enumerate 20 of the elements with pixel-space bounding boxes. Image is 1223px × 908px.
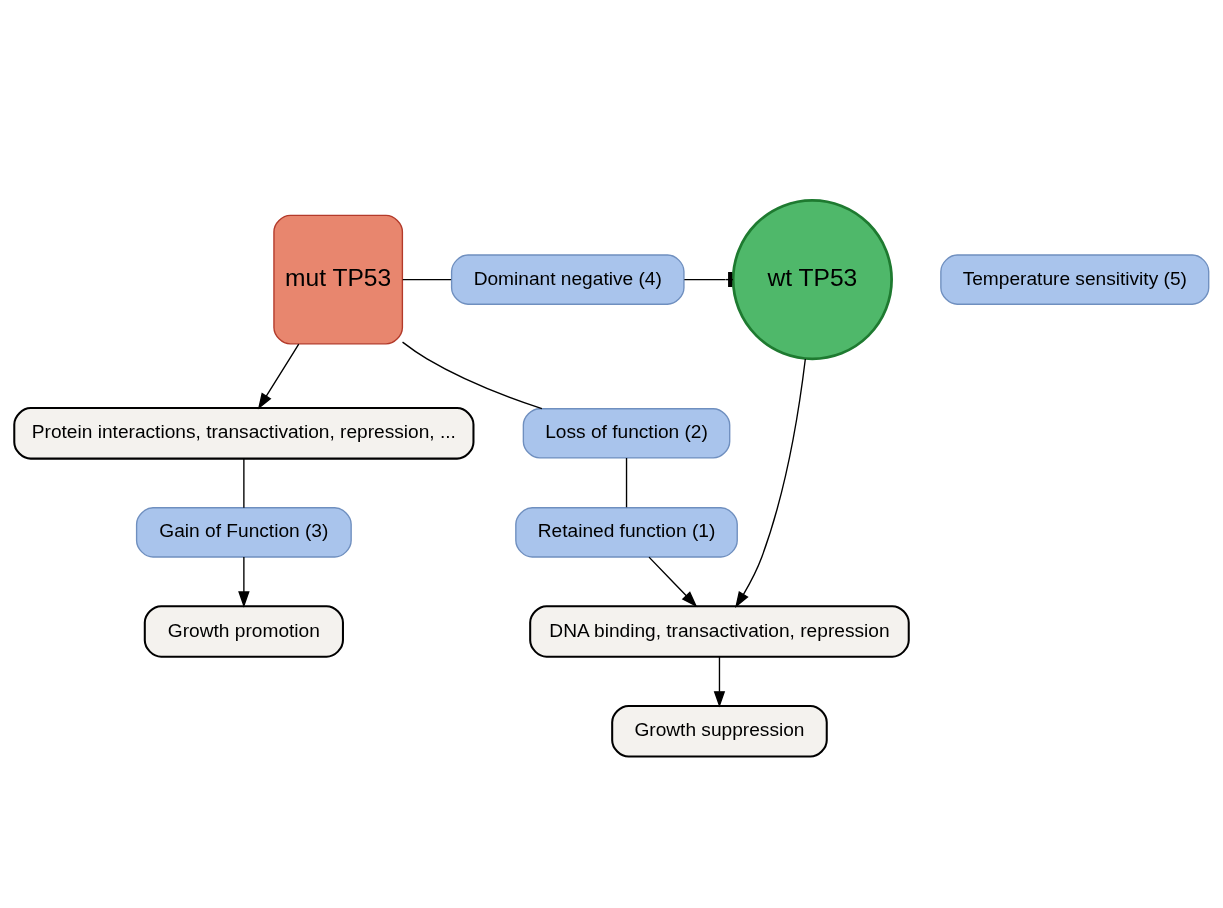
connector — [625, 456, 628, 508]
connector — [401, 340, 543, 409]
arrow — [648, 555, 698, 607]
connector — [402, 278, 452, 280]
arrow — [238, 555, 250, 608]
node-box: Protein interactions, transactivation, repression, ... — [13, 406, 475, 460]
node-box: Dominant negative (4) — [450, 253, 685, 305]
arrow — [257, 342, 300, 410]
arrow — [735, 357, 806, 608]
node-box: Growth promotion — [143, 604, 344, 658]
node-circle: wt TP53 — [731, 198, 893, 360]
node-box: mut TP53 — [273, 214, 404, 345]
arrow — [713, 655, 726, 708]
node-box: Retained function (1) — [515, 506, 738, 558]
node-box: DNA binding, transactivation, repression — [529, 604, 910, 658]
node-box: Temperature sensitivity (5) — [940, 253, 1210, 305]
node-box: Growth suppression — [611, 704, 828, 758]
node-box: Gain of Function (3) — [135, 506, 352, 558]
node-box: Loss of function (2) — [522, 407, 731, 459]
connector — [243, 457, 245, 508]
